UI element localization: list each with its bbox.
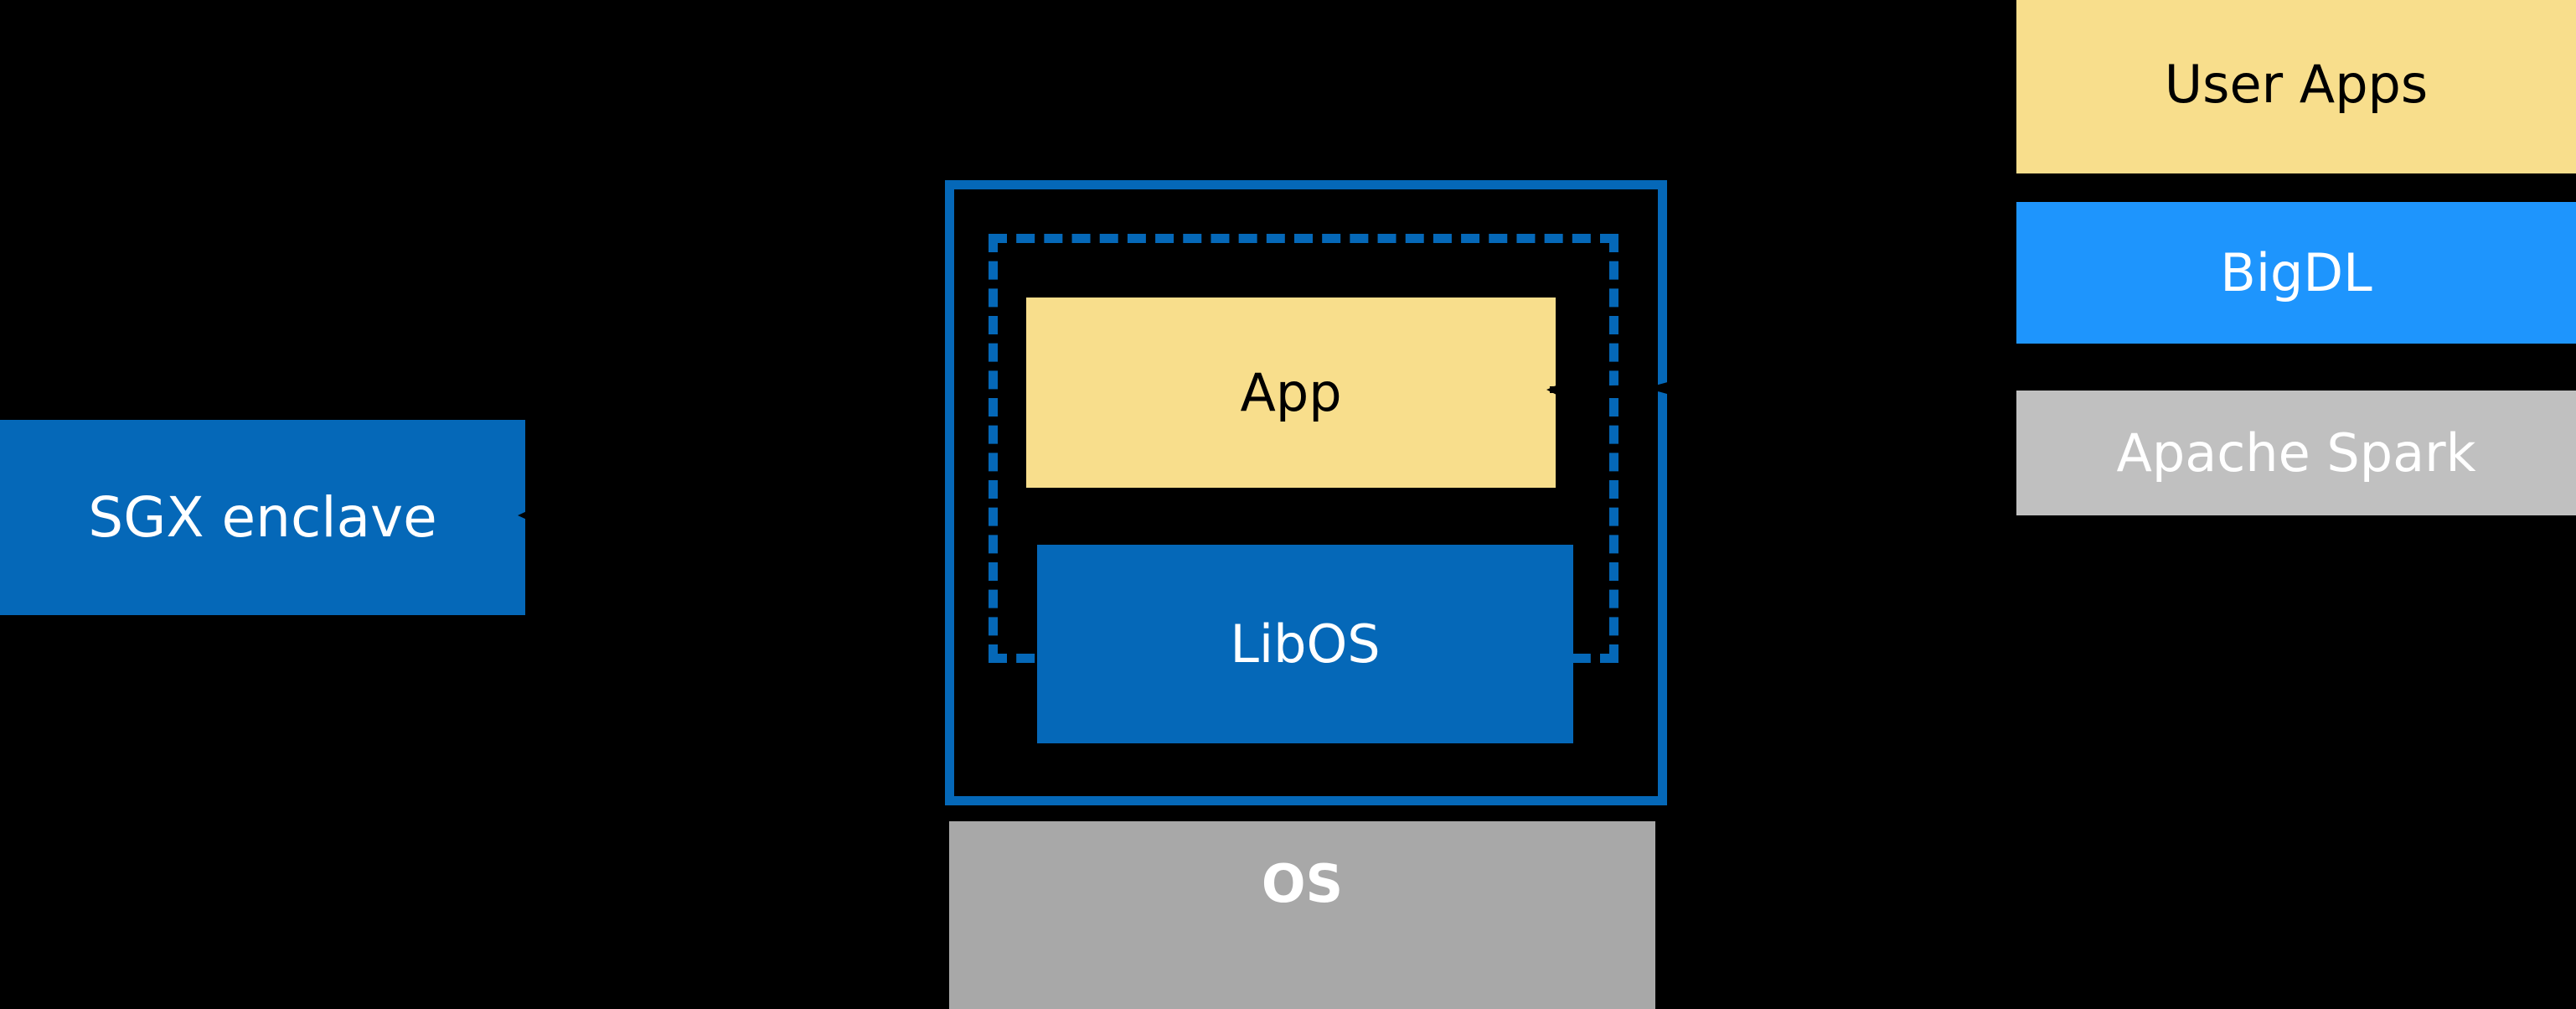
user-apps-box: User Apps bbox=[2016, 0, 2576, 173]
apache-spark-label: Apache Spark bbox=[2116, 422, 2476, 484]
connector-line bbox=[1646, 282, 2037, 498]
bigdl-label: BigDL bbox=[2220, 241, 2372, 303]
connector-sgx-enclave-to-boundary bbox=[518, 505, 968, 525]
apache-spark-box: Apache Spark bbox=[2016, 391, 2576, 515]
bigdl-box: BigDL bbox=[2016, 202, 2576, 344]
os-box: OS bbox=[949, 821, 1655, 1009]
libos-box: LibOS bbox=[1037, 545, 1573, 743]
sgx-enclave-label-box: SGX enclave bbox=[0, 420, 525, 615]
os-label: OS bbox=[1261, 853, 1344, 914]
user-apps-label: User Apps bbox=[2164, 53, 2429, 115]
app-label: App bbox=[1240, 361, 1342, 423]
app-box: App bbox=[1026, 298, 1556, 488]
sgx-enclave-label: SGX enclave bbox=[88, 484, 437, 550]
libos-label: LibOS bbox=[1230, 613, 1381, 675]
